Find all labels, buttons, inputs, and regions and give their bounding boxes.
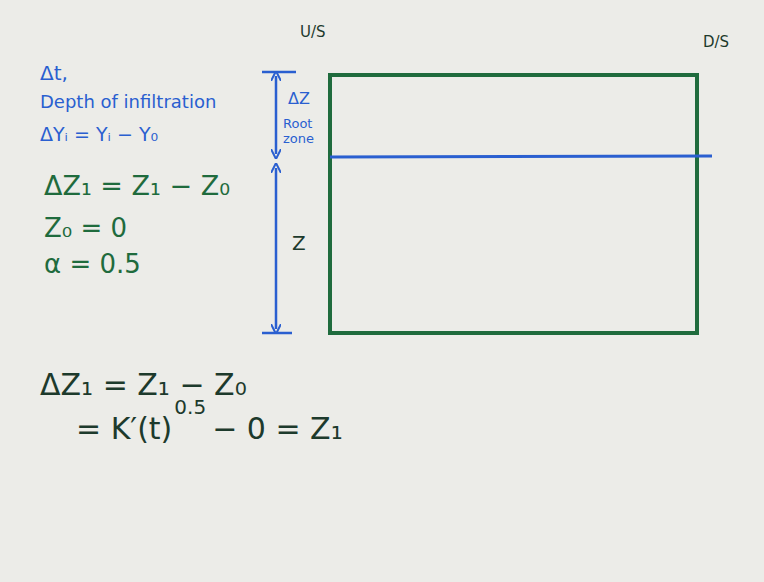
- z-label: Z: [292, 232, 306, 255]
- soil-block: [330, 75, 697, 333]
- top-tick: [262, 71, 296, 74]
- depth-note: Depth of infiltration: [40, 92, 216, 113]
- wetting-front: [330, 156, 712, 157]
- root-zone-label: Root zone: [283, 117, 325, 147]
- exponent: 0.5: [174, 396, 206, 419]
- delta-z-arrow: [275, 76, 278, 154]
- delta-z-label: ΔZ: [288, 90, 310, 108]
- alpha-value: α = 0.5: [44, 250, 141, 280]
- z-arrow: [275, 168, 278, 329]
- upstream-label: U/S: [300, 24, 326, 41]
- delta-z1-equation: ΔZ₁ = Z₁ − Z₀: [40, 368, 247, 403]
- time-step-note: Δt,: [40, 62, 68, 85]
- downstream-label: D/S: [703, 34, 729, 51]
- delta-z1-equation: ΔZ₁ = Z₁ − Z₀: [44, 170, 230, 201]
- infiltration-result: − 0 = Z₁: [212, 412, 343, 447]
- infiltration-equation: = K′(t): [76, 412, 172, 447]
- z0-value: Z₀ = 0: [44, 214, 127, 244]
- bottom-tick: [262, 332, 292, 335]
- delta-y-equation: ΔYᵢ = Yᵢ − Y₀: [40, 124, 158, 146]
